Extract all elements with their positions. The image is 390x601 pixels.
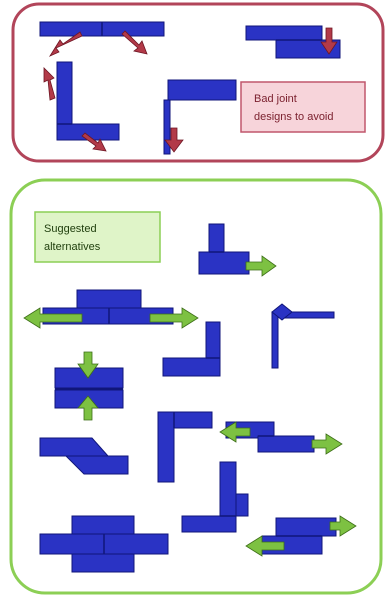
good-arrow-left-wide [23,307,83,329]
bad-arrow-down-small [320,27,338,55]
good-offset-butt-joint [219,421,343,455]
good-double-lap-joint [245,515,357,557]
good-note-line2: alternatives [44,241,101,253]
good-arrow-right-3 [329,515,357,537]
bad-arrow-down [164,127,184,153]
good-arrow-right-wide [149,307,199,329]
bad-corner-joint [43,61,120,152]
good-arrow-right-2 [311,433,343,455]
suggested-alternatives-panel: Suggested alternatives [9,178,383,595]
bad-arrow-left-down [48,31,83,57]
good-cross-lap-joint [39,515,169,573]
good-lap-joint [23,289,199,329]
bad-tee-end-joint [163,79,237,155]
good-l-joint [162,321,221,377]
bad-arrow-down-right [81,132,107,152]
bad-note-line1: Bad joint [254,93,297,105]
good-arrow-up-center [77,395,99,421]
bad-arrow-up-left [43,67,56,101]
bad-offset-joint [245,25,341,59]
good-wide-l-joint [157,411,213,483]
good-tall-l-joint [181,461,249,533]
bad-arrow-right-down [121,30,148,55]
bad-joints-note: Bad joint designs to avoid [240,81,366,133]
good-arrow-right-1 [245,255,277,277]
good-scarf-joint [39,437,129,475]
good-miter-corner [271,303,335,369]
suggested-alternatives-note: Suggested alternatives [34,211,161,263]
good-arrow-down-center [77,351,99,379]
good-stacked-joint [54,351,124,421]
good-panel-border [9,178,383,595]
good-arrow-left-2 [219,421,251,443]
bad-joints-panel: Bad joint designs to avoid [11,2,385,163]
good-note-line1: Suggested [44,223,97,235]
bad-butt-joint [39,21,165,57]
good-rabbet-corner [198,223,277,277]
bad-note-line2: designs to avoid [254,111,334,123]
good-arrow-left-3 [245,535,285,557]
